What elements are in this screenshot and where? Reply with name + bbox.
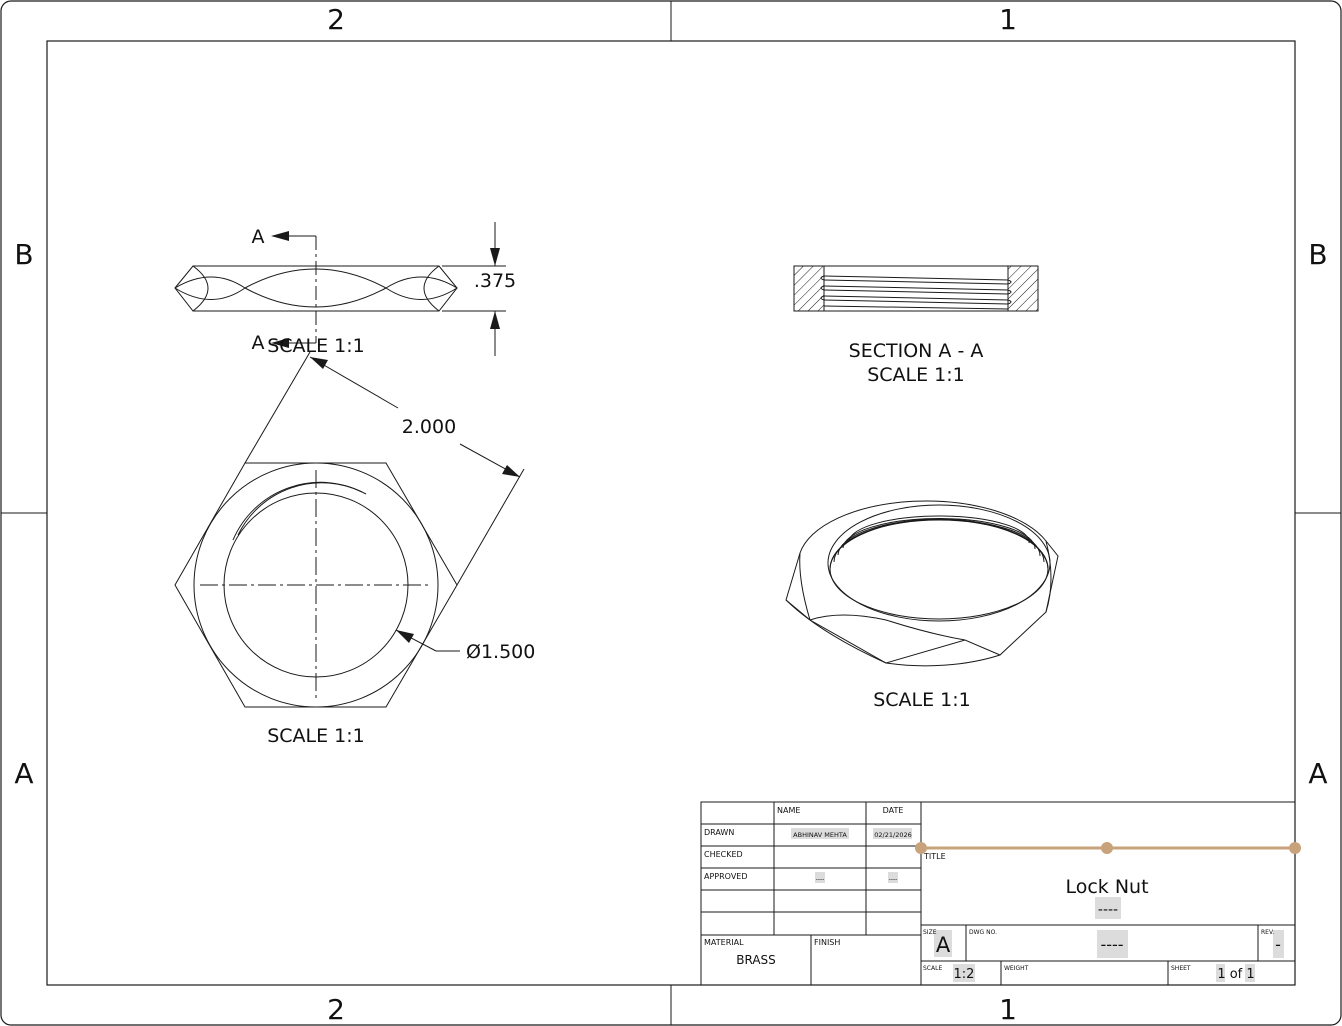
across-corners-arrow-bottom: [502, 465, 520, 477]
sheet-value: 1 of 1: [1217, 967, 1254, 982]
thickness-arrow-bottom: [490, 311, 500, 329]
approved-date-highlight: [888, 872, 898, 883]
side-view-scale-label: SCALE 1:1: [267, 335, 365, 357]
section-view-title: SECTION A - A: [849, 340, 984, 362]
approved-name: ----: [816, 876, 825, 883]
zone-label-left-upper: B: [14, 238, 33, 271]
material-value: BRASS: [736, 953, 776, 967]
zone-label-left-lower: A: [14, 757, 33, 790]
approved-date: ----: [889, 876, 898, 883]
dwg-highlight: [1097, 930, 1128, 958]
section-arrow-top: [271, 231, 289, 241]
selection-handle-left[interactable]: [915, 842, 927, 854]
section-view-scale-label: SCALE 1:1: [867, 364, 965, 386]
section-view[interactable]: [793, 265, 1039, 312]
checked-label: CHECKED: [704, 850, 743, 859]
section-arrow-bottom: [271, 338, 289, 348]
zone-label-right-upper: B: [1308, 238, 1327, 271]
section-marker-bottom: A: [252, 332, 265, 354]
approved-label: APPROVED: [704, 872, 748, 881]
size-value: A: [936, 933, 951, 957]
section-marker-top: A: [252, 226, 265, 248]
across-corners-dimension[interactable]: [244, 351, 525, 586]
isometric-view-scale-label: SCALE 1:1: [873, 689, 971, 711]
zone-label-bottom-left: 2: [327, 993, 345, 1026]
across-corners-arrow-top: [310, 357, 328, 369]
header-name: NAME: [777, 806, 800, 815]
zone-label-top-left: 2: [327, 3, 345, 36]
title-label: TITLE: [923, 852, 946, 861]
dwg-value: ----: [1100, 935, 1123, 954]
thickness-value: .375: [474, 270, 516, 292]
zone-label-bottom-right: 1: [999, 993, 1017, 1026]
drawn-name: ABHINAV MEHTA: [793, 831, 847, 839]
sheet-highlight-1: [1216, 964, 1225, 982]
isometric-view[interactable]: [785, 500, 1059, 667]
scale-highlight: [953, 964, 975, 982]
drawn-date-highlight: [873, 828, 912, 839]
title-sub: ----: [1098, 902, 1118, 918]
scale-label: SCALE: [923, 965, 942, 972]
zone-label-top-right: 1: [999, 3, 1017, 36]
side-view[interactable]: [174, 235, 458, 344]
thickness-arrow-top: [490, 248, 500, 266]
drawn-label: DRAWN: [704, 828, 734, 837]
bore-value: Ø1.500: [466, 641, 535, 663]
scale-value: 1:2: [954, 967, 975, 982]
weight-label: WEIGHT: [1004, 965, 1029, 972]
selection-handle-right[interactable]: [1289, 842, 1301, 854]
rev-value: -: [1275, 935, 1281, 954]
bore-arrow: [396, 630, 414, 643]
front-view[interactable]: [174, 462, 458, 708]
size-label: SIZE: [923, 929, 937, 936]
front-view-scale-label: SCALE 1:1: [267, 725, 365, 747]
finish-label: FINISH: [814, 938, 840, 947]
across-corners-value: 2.000: [402, 416, 456, 438]
approved-name-highlight: [815, 872, 825, 883]
title-sub-highlight: [1095, 897, 1121, 919]
dwg-label: DWG NO.: [969, 929, 997, 936]
sheet-label: SHEET: [1171, 965, 1191, 972]
title-block: [700, 801, 1296, 986]
zone-label-right-lower: A: [1308, 757, 1327, 790]
sheet-highlight-2: [1245, 964, 1255, 982]
material-label: MATERIAL: [704, 938, 744, 947]
title-value: Lock Nut: [1065, 876, 1148, 898]
rev-label: REV.: [1261, 929, 1274, 936]
selection-handle-middle[interactable]: [1101, 842, 1113, 854]
drawn-name-highlight: [791, 828, 849, 839]
rev-highlight: [1273, 930, 1284, 958]
header-date: DATE: [883, 806, 904, 815]
size-highlight: [934, 930, 952, 957]
title-divider-selection[interactable]: [915, 842, 1301, 854]
drawn-date: 02/21/2026: [874, 831, 911, 839]
